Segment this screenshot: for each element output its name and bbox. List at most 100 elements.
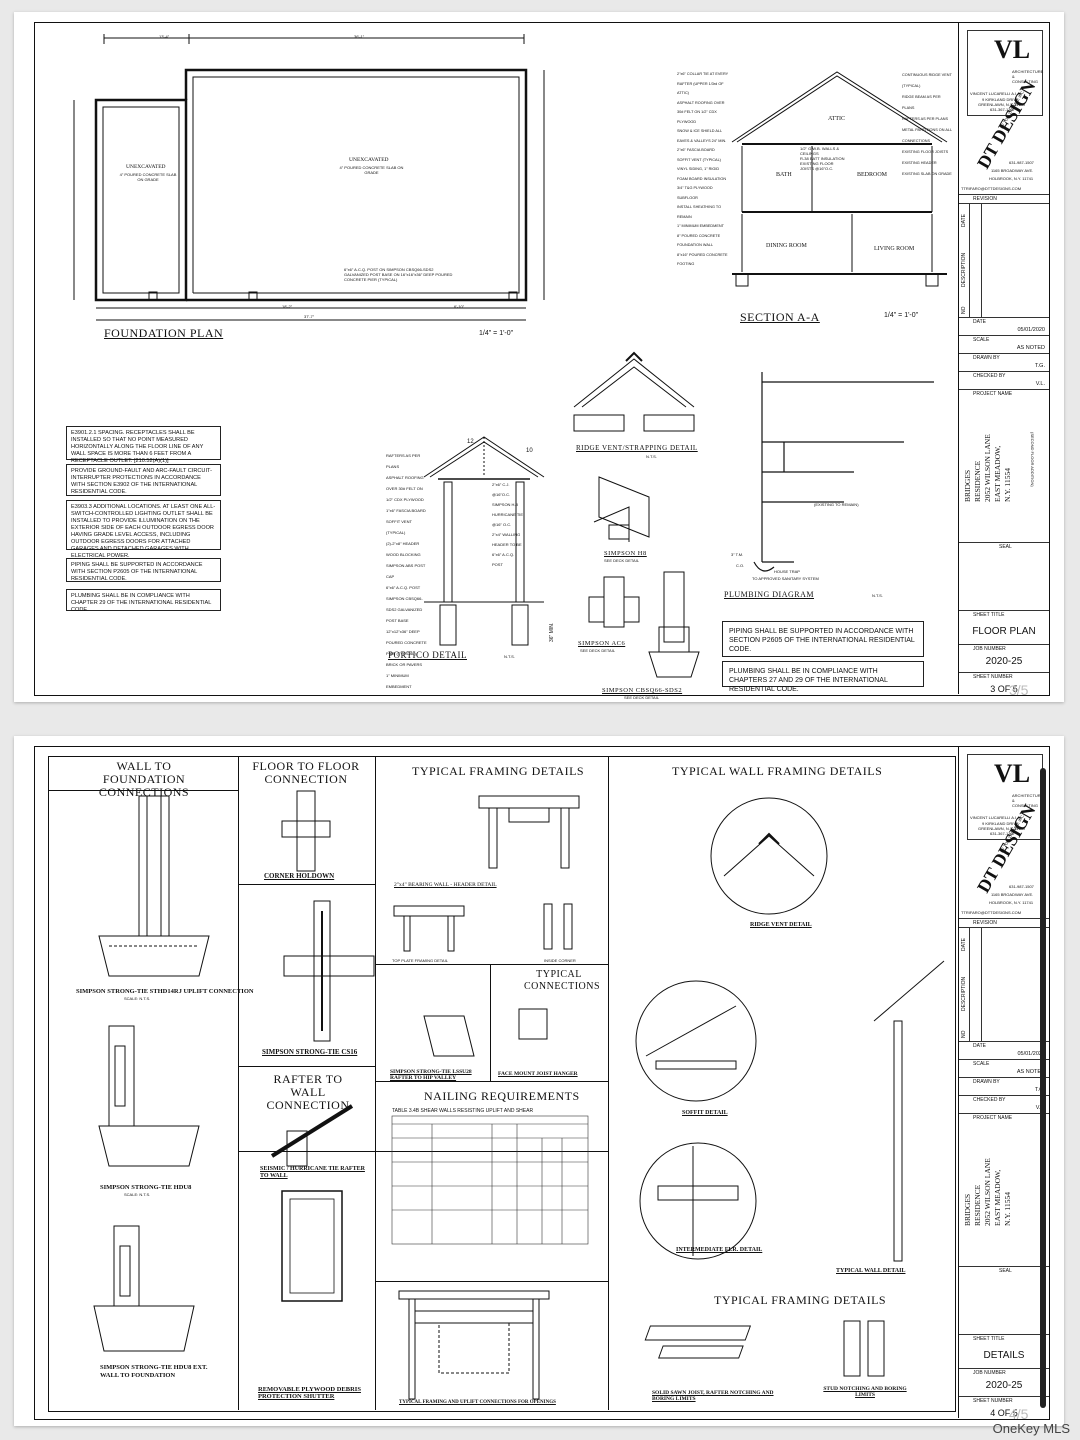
typical-framing-heading: TYPICAL FRAMING DETAILS <box>412 764 585 778</box>
note-receptacle-spacing: E3901.2.1 SPACING. RECEPTACLES SHALL BE … <box>66 426 221 464</box>
drawn-value: T.G. <box>1034 363 1045 369</box>
date-value: 05/01/2020 <box>1017 1051 1045 1057</box>
revision-label: REVISION <box>973 196 997 202</box>
section-aa-drawing <box>731 71 948 287</box>
inside-corner-title: INSIDE CORNER <box>544 958 576 963</box>
project-line: EAST MEADOW, <box>993 445 1002 502</box>
lssu28-drawing <box>423 1015 475 1057</box>
scale-value: AS NOTED <box>1016 1069 1045 1075</box>
architect-logo-box: VL ARCHITECTURE & CONSULTING VINCENT LUC… <box>967 754 1043 840</box>
cs16-drawing <box>283 900 375 1042</box>
stud-notching-title: STUD NOTCHING AND BORING LIMITS <box>823 1386 907 1398</box>
portico-drawing <box>423 436 545 646</box>
page-marker: 3/5 <box>1009 682 1029 698</box>
room-bedroom: BEDROOM <box>857 172 888 178</box>
note-piping: PIPING SHALL BE SUPPORTED IN ACCORDANCE … <box>66 558 221 582</box>
foundation-plan-drawing <box>73 34 545 321</box>
header-detail-drawing <box>478 795 580 869</box>
project-line: N.Y. 11554 <box>1003 468 1012 502</box>
simpson-ac6-title: SIMPSON AC6 <box>578 640 626 647</box>
typical-wall-detail-title: TYPICAL WALL DETAIL <box>836 1268 906 1274</box>
section-note: METAL PARTITIONS ON ALL CONNECTIONS <box>902 128 952 143</box>
foundation-plan-title: FOUNDATION PLAN <box>104 326 224 340</box>
architect-logo-box: VL ARCHITECTURE & CONSULTING VINCENT LUC… <box>967 30 1043 116</box>
section-note: 1/2" G.W.B. WALLS & CEILINGS <box>800 146 840 156</box>
portico-pitch-a: 12 <box>467 439 474 445</box>
job-number: 2020-25 <box>985 656 1023 667</box>
portico-note: ASPHALT ROOFING OVER 30# FELT ON 1/2" CD… <box>386 475 424 502</box>
portico-scale: N.T.S. <box>504 654 515 659</box>
drawing-sheet-4: WALL TO FOUNDATION CONNECTIONS FLOOR TO … <box>14 736 1064 1426</box>
top-plate-drawing <box>393 905 465 952</box>
section-note: EXISTING FLOOR JOISTS @16"O.C. <box>800 161 834 171</box>
portico-notes: RAFTERS AS PER PLANS ASPHALT ROOFING OVE… <box>386 450 428 692</box>
project-line: EAST MEADOW, <box>993 1169 1002 1226</box>
detail-f-title: SEISMIC / HURRICANE TIE RAFTER TO WALL <box>260 1166 365 1179</box>
design-phone: 631-987-1507 <box>1009 884 1034 889</box>
plumbing-title: PLUMBING DIAGRAM <box>724 590 815 599</box>
ridge-vent-drawing <box>573 351 695 432</box>
section-notes-right: CONTINUOUS RIDGE VENT (TYPICAL) RIDGE BE… <box>902 70 952 180</box>
section-note: 8" POURED CONCRETE FOUNDATION WALL <box>677 233 721 248</box>
face-mount-drawing <box>518 1008 548 1040</box>
intermediate-floor-title: INTERMEDIATE FLR. DETAIL <box>676 1247 763 1253</box>
room-bath: BATH <box>776 172 792 178</box>
portico-note: 1" MINIMUM EMBEDMENT <box>386 673 412 689</box>
plumbing-scale: N.T.S. <box>872 593 883 598</box>
hdu8-ext-drawing <box>93 1225 195 1352</box>
portico-note: 2"x4" WALLING <box>492 532 521 537</box>
header-detail-title: 2"x4" BEARING WALL - HEADER DETAIL <box>394 882 497 888</box>
plumbing-sanitary: TO APPROVED SANITARY SYSTEM <box>752 576 819 581</box>
plumbing-diagram-drawing <box>753 372 934 572</box>
section-aa-scale: 1/4" = 1'-0" <box>884 312 919 319</box>
job-number: 2020-25 <box>985 1380 1023 1391</box>
sheet-title: FLOOR PLAN <box>972 626 1036 637</box>
portico-note: SIMPSON CBSQ66-SDS2 GALVANIZED POST BASE <box>386 596 423 623</box>
architect-phone: 631-367-1307 <box>990 831 1015 836</box>
title-block: VL ARCHITECTURE & CONSULTING VINCENT LUC… <box>958 746 1049 1418</box>
section-note: 8"x16" POURED CONCRETE FOOTING <box>677 252 728 267</box>
project-sub: (SECOND FLOOR ADDITION) <box>1030 432 1035 487</box>
project-name: BRIDGES RESIDENCE 2052 WILSON LANE EAST … <box>963 434 1013 502</box>
date-label: DATE <box>973 1043 986 1049</box>
drawn-value: T.G. <box>1035 1087 1045 1093</box>
scrollbar[interactable] <box>1040 768 1046 1408</box>
portico-note: SIMPSON H-8 HURRICANE TIE @16" O.C. <box>492 502 524 527</box>
dim-bottom-left: 18'-2" <box>282 304 293 309</box>
ridge-vent-detail-drawing <box>710 797 828 915</box>
design-email: TTRIFARO@DTTDESIGNS.COM <box>961 186 1022 191</box>
sheet-border <box>34 22 1050 696</box>
corner-holdown-drawing <box>281 790 331 872</box>
note-lighting-outlets: E3903.3 ADDITIONAL LOCATIONS. AT LEAST O… <box>66 500 221 559</box>
drawn-label: DRAWN BY <box>973 355 1000 361</box>
project-line: 2052 WILSON LANE <box>983 1158 992 1226</box>
section-note: EXISTING SLAB ON GRADE <box>902 172 952 176</box>
detail-b-scale: SCALE: N.T.S. <box>124 1192 151 1197</box>
section-note: CONTINUOUS RIDGE VENT (TYPICAL) <box>902 73 952 88</box>
design-addr2: HOLBROOK, N.Y. 11741 <box>989 900 1034 905</box>
typical-connections-heading: TYPICAL CONNECTIONS <box>524 969 601 992</box>
project-name: BRIDGES RESIDENCE 2052 WILSON LANE EAST … <box>963 1158 1013 1226</box>
room-right-label: UNEXCAVATED <box>349 157 389 163</box>
nailing-heading: NAILING REQUIREMENTS <box>424 1089 580 1103</box>
project-line: BRIDGES <box>963 469 972 502</box>
stud-hold-down-drawing <box>98 795 210 977</box>
room-attic: ATTIC <box>828 116 845 122</box>
design-phone: 631-987-1507 <box>1009 160 1034 165</box>
hdu8-drawing <box>98 1025 200 1167</box>
simpson-h8-drawing <box>593 476 650 542</box>
project-line: RESIDENCE <box>973 1184 982 1226</box>
job-number-label: JOB NUMBER <box>973 1370 1006 1376</box>
drawing-sheet-3: 13'-4" 36'-1" UNEXCAVATED 4" POURED CONC… <box>14 12 1064 702</box>
ridge-vent-detail-title: RIDGE VENT DETAIL <box>750 922 812 928</box>
foundation-plan-scale: 1/4" = 1'-0" <box>479 330 514 337</box>
detail-e-title: SIMPSON STRONG-TIE CS16 <box>262 1048 358 1056</box>
section-note: EXISTING HEADER <box>902 161 937 165</box>
face-mount-title: FACE MOUNT JOIST HANGER <box>498 1071 578 1077</box>
section-note: 1" MINIMUM EMBEDMENT <box>677 224 724 228</box>
section-note: 3/4" T&G PLYWOOD SUBFLOOR <box>677 186 713 200</box>
portico-note: (2)-2"x8" HEADER <box>386 541 420 546</box>
plumbing-tm: 3" T.M. <box>731 552 744 557</box>
intermediate-floor-drawing <box>639 1142 757 1260</box>
floor-to-floor-heading: FLOOR TO FLOOR CONNECTION <box>252 759 360 786</box>
